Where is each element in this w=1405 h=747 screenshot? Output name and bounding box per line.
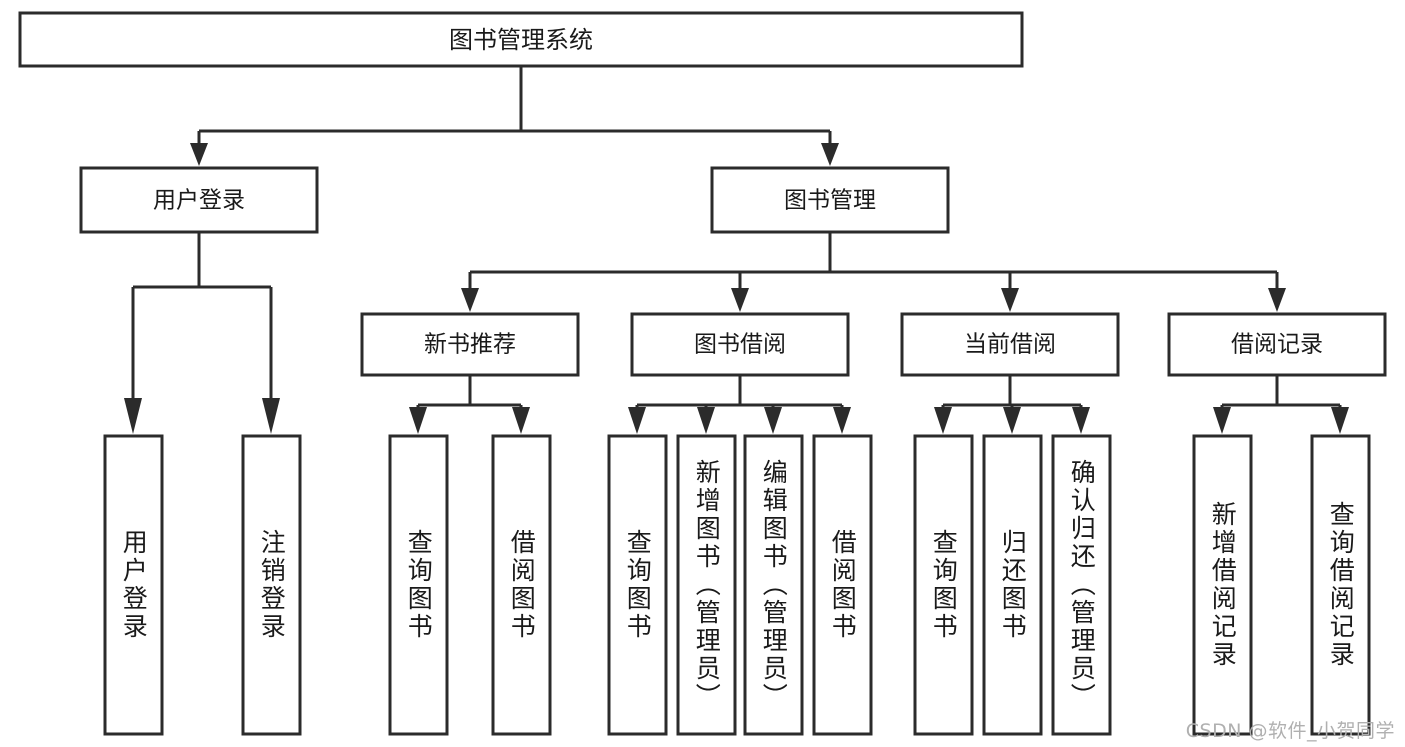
arrow-head-borrow-record: [1268, 288, 1286, 312]
arrow-head-leaf-user-logout: [262, 398, 280, 434]
node-leaf-borrow-book-1-box[interactable]: [491, 434, 552, 736]
arrow-head-leaf-query-book-3: [934, 407, 952, 434]
arrow-head-leaf-add-record: [1213, 407, 1231, 434]
node-leaf-user-logout-box[interactable]: [241, 434, 302, 736]
node-leaf-query-record-box[interactable]: [1310, 434, 1371, 736]
arrow-head-leaf-borrow-book-2: [833, 407, 851, 434]
node-leaf-return-book-box[interactable]: [982, 434, 1043, 736]
arrow-head-user-login: [190, 143, 208, 166]
node-leaf-add-book-box[interactable]: [676, 434, 737, 736]
arrow-head-leaf-query-book-1: [409, 407, 427, 434]
arrow-head-leaf-add-book: [697, 407, 715, 434]
node-book-manage-label: 图书管理: [784, 188, 876, 214]
node-leaf-edit-book-box[interactable]: [743, 434, 804, 736]
node-book-manage-box[interactable]: [710, 166, 950, 234]
node-current-borrow[interactable]: 当前借阅: [900, 312, 1120, 377]
node-book-borrow[interactable]: 图书借阅: [630, 312, 850, 377]
arrow-head-leaf-return-book: [1003, 407, 1021, 434]
node-leaf-user-login-box[interactable]: [103, 434, 164, 736]
arrow-head-leaf-edit-book: [764, 407, 782, 434]
arrow-head-book-borrow: [731, 288, 749, 312]
node-borrow-record-box[interactable]: [1167, 312, 1387, 377]
node-root-label: 图书管理系统: [449, 26, 593, 54]
node-root[interactable]: 图书管理系统: [18, 11, 1024, 68]
node-new-book-recommend-box[interactable]: [360, 312, 580, 377]
csdn-watermark: CSDN @软件_小贺同学: [1185, 720, 1395, 742]
node-book-manage[interactable]: 图书管理: [710, 166, 950, 234]
arrow-head-leaf-query-record: [1331, 407, 1349, 434]
leaf-boxes: [103, 434, 1371, 736]
node-leaf-query-book-3-box[interactable]: [913, 434, 974, 736]
node-user-login-label: 用户登录: [153, 188, 245, 214]
node-book-borrow-label: 图书借阅: [694, 332, 786, 358]
arrow-head-leaf-user-login: [124, 398, 142, 434]
node-leaf-confirm-return-box[interactable]: [1051, 434, 1112, 736]
node-borrow-record-label: 借阅记录: [1231, 332, 1323, 358]
arrow-head-new-book-recommend: [461, 288, 479, 312]
node-user-login[interactable]: 用户登录: [79, 166, 319, 234]
node-current-borrow-box[interactable]: [900, 312, 1120, 377]
arrow-head-current-borrow: [1001, 288, 1019, 312]
node-borrow-record[interactable]: 借阅记录: [1167, 312, 1387, 377]
arrow-head-leaf-borrow-book-1: [512, 407, 530, 434]
node-book-borrow-box[interactable]: [630, 312, 850, 377]
arrow-head-leaf-confirm-return: [1072, 407, 1090, 434]
arrow-head-book-manage: [821, 143, 839, 166]
node-user-login-box[interactable]: [79, 166, 319, 234]
node-leaf-query-book-2-box[interactable]: [607, 434, 668, 736]
node-root-box[interactable]: [18, 11, 1024, 68]
arrow-head-leaf-query-book-2: [628, 407, 646, 434]
connector-layer: [124, 66, 1349, 434]
node-new-book-recommend-label: 新书推荐: [424, 332, 516, 358]
node-new-book-recommend[interactable]: 新书推荐: [360, 312, 580, 377]
node-leaf-query-book-1-box[interactable]: [388, 434, 449, 736]
node-leaf-borrow-book-2-box[interactable]: [812, 434, 873, 736]
node-leaf-add-record-box[interactable]: [1192, 434, 1253, 736]
node-current-borrow-label: 当前借阅: [964, 332, 1056, 358]
